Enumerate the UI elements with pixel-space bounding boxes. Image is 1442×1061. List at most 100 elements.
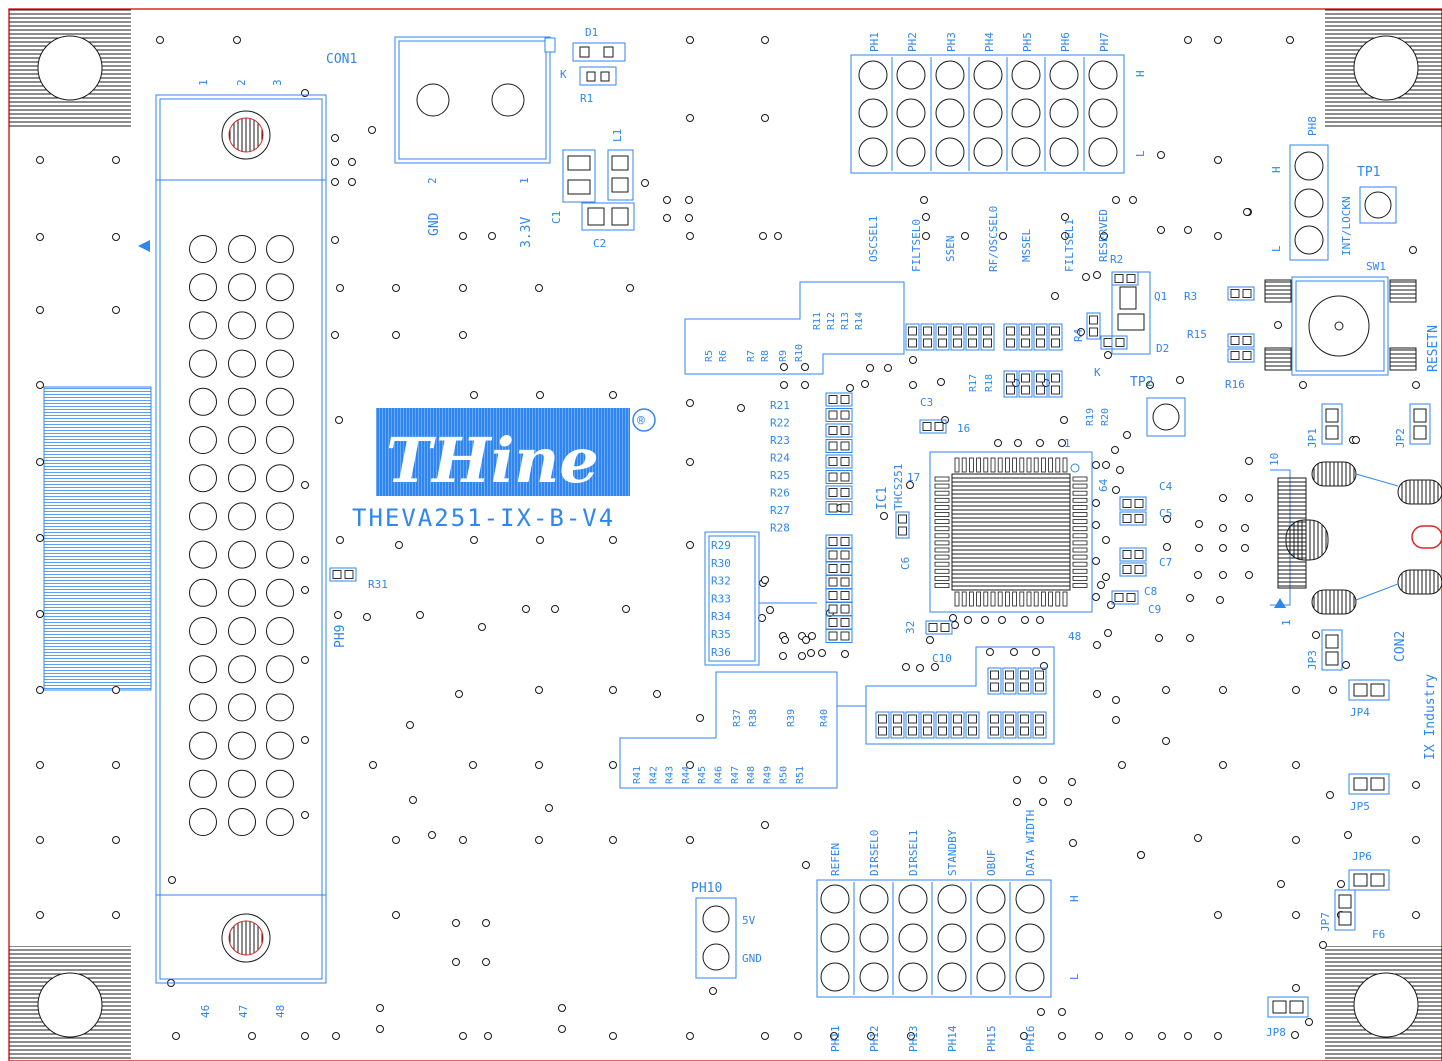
ph9-pin xyxy=(189,769,217,798)
via xyxy=(1058,439,1066,447)
via xyxy=(416,611,424,619)
ic-pin xyxy=(1041,591,1046,607)
via xyxy=(1010,648,1018,656)
c9-pads xyxy=(1111,590,1139,605)
ic-pin xyxy=(969,457,974,473)
resistor-label: R5 xyxy=(704,350,715,362)
via xyxy=(1162,686,1170,694)
via xyxy=(774,232,782,240)
jumper-label: JP3 xyxy=(1306,650,1319,670)
con1-3v3: 3.3V xyxy=(519,217,534,248)
resistor-pair xyxy=(1048,370,1063,398)
via xyxy=(779,652,787,660)
via xyxy=(1274,321,1282,329)
via xyxy=(1068,778,1076,786)
resistor-pair xyxy=(825,501,853,515)
resistor-pair xyxy=(987,711,1002,739)
resistor-label: R25 xyxy=(770,469,790,482)
ph9-pin-1: 1 xyxy=(197,79,210,86)
resistor-label: R36 xyxy=(711,646,731,659)
header-pin xyxy=(976,884,1006,914)
via xyxy=(1245,494,1253,502)
c10-label: C10 xyxy=(932,652,952,665)
ic-pin xyxy=(1012,457,1017,473)
via xyxy=(761,1032,769,1040)
r17-label: R17 xyxy=(968,374,979,392)
ph9-pin xyxy=(228,502,256,531)
via xyxy=(949,614,957,622)
via xyxy=(1013,798,1021,806)
via xyxy=(368,126,376,134)
ph9-pin xyxy=(189,502,217,531)
ph9-pin-48: 48 xyxy=(274,1005,287,1018)
resistor-pair xyxy=(1033,323,1048,351)
header-pin xyxy=(935,60,965,90)
via xyxy=(1312,631,1320,639)
via xyxy=(301,736,309,744)
ic-pin xyxy=(934,547,950,553)
resistor-pair xyxy=(825,548,853,562)
resistor-label: C5 xyxy=(1159,507,1172,520)
d1-label: D1 xyxy=(585,26,598,39)
ic-pin xyxy=(1026,457,1032,473)
ph9-pin xyxy=(266,273,294,302)
board-name: THEVA251-IX-B-V4 xyxy=(352,504,615,532)
ph9-pin xyxy=(189,387,217,416)
ph9-pin xyxy=(228,426,256,454)
bottom-l-label: L xyxy=(1068,973,1081,980)
top-header-signal: RESERVED xyxy=(1097,209,1110,262)
ic-pin xyxy=(934,476,950,482)
ic-pin xyxy=(961,457,967,473)
via xyxy=(866,364,874,372)
via xyxy=(1129,196,1137,204)
ic-pin xyxy=(1012,591,1017,607)
via xyxy=(233,36,241,44)
via xyxy=(36,458,44,466)
resistor-label: R9 xyxy=(778,350,789,362)
ph9-ref: PH9 xyxy=(333,625,348,648)
top-header-ref: PH7 xyxy=(1098,32,1111,52)
resistor-label: R37 xyxy=(732,709,743,727)
header-pin xyxy=(898,962,928,992)
jumper-label: JP8 xyxy=(1266,1026,1286,1039)
resistor-pair xyxy=(1003,370,1018,398)
l1-label: L1 xyxy=(611,129,624,142)
header-pin xyxy=(859,923,889,953)
via xyxy=(1014,439,1022,447)
ph9-pin xyxy=(266,464,294,493)
via xyxy=(409,796,417,804)
via xyxy=(1020,1032,1028,1040)
resistor-pair xyxy=(825,588,853,603)
resistor-pair xyxy=(1017,711,1032,739)
ph9-pin xyxy=(266,235,294,263)
header-pin xyxy=(820,923,850,953)
resistor-label: R45 xyxy=(697,766,708,784)
header-pin xyxy=(859,962,889,992)
ic1-pin48: 48 xyxy=(1068,630,1081,643)
via xyxy=(1036,439,1044,447)
via xyxy=(482,958,490,966)
resistor-pair xyxy=(920,323,935,351)
pin1-marker xyxy=(138,240,150,252)
resistor-label: R33 xyxy=(711,592,731,605)
header-pin xyxy=(820,962,850,992)
ic-pin xyxy=(990,457,996,473)
via xyxy=(36,233,44,241)
resistor-pair xyxy=(1033,370,1048,398)
resistor-label: R44 xyxy=(681,766,692,784)
resistor-label: R28 xyxy=(770,522,790,535)
resistor-pair xyxy=(825,470,853,484)
header-pin xyxy=(976,923,1006,953)
resistor-arrays xyxy=(329,271,1255,739)
via xyxy=(686,541,694,549)
c2-label: C2 xyxy=(593,237,606,250)
c6-pads xyxy=(895,511,910,539)
ph9-pin xyxy=(266,540,294,569)
ph9-pin xyxy=(266,693,294,722)
resistor-label: R23 xyxy=(770,434,790,447)
via xyxy=(376,1004,384,1012)
via xyxy=(1163,543,1171,551)
via xyxy=(801,363,809,371)
resistor-label: R41 xyxy=(632,766,643,784)
via-field xyxy=(36,36,1420,1040)
